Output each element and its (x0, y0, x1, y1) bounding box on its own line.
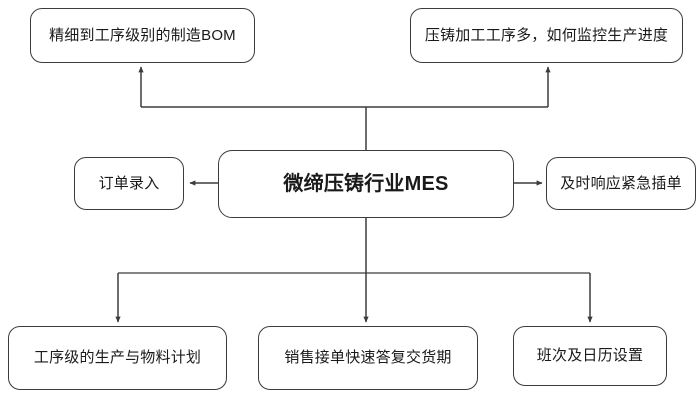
node-label: 销售接单快速答复交货期 (284, 349, 452, 367)
node-label: 班次及日历设置 (536, 347, 644, 365)
node-shift-calendar-setting[interactable]: 班次及日历设置 (513, 326, 667, 386)
node-order-entry[interactable]: 订单录入 (74, 157, 184, 210)
node-manufacturing-bom[interactable]: 精细到工序级别的制造BOM (30, 8, 255, 63)
node-urgent-order-response[interactable]: 及时响应紧急插单 (546, 157, 696, 210)
connector-downward-bus (115, 218, 593, 323)
node-label: 压铸加工工序多，如何监控生产进度 (424, 26, 669, 44)
node-label: 工序级的生产与物料计划 (33, 349, 202, 367)
node-center-mes[interactable]: 微缔压铸行业MES (218, 150, 514, 218)
connector-upward-bus (138, 66, 551, 150)
node-label: 精细到工序级别的制造BOM (49, 26, 236, 44)
node-label: 微缔压铸行业MES (283, 172, 449, 195)
node-label: 及时响应紧急插单 (560, 174, 682, 192)
node-sales-delivery-reply[interactable]: 销售接单快速答复交货期 (258, 326, 478, 390)
node-production-progress[interactable]: 压铸加工工序多，如何监控生产进度 (410, 8, 683, 63)
node-label: 订单录入 (98, 174, 160, 192)
node-process-level-plan[interactable]: 工序级的生产与物料计划 (8, 326, 227, 390)
